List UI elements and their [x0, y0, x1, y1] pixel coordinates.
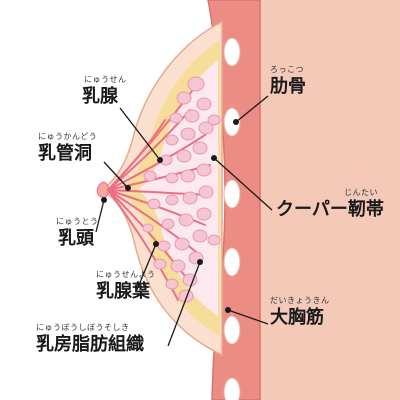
milk-duct [107, 119, 166, 191]
lobule [180, 169, 196, 183]
nyuto-ruby: にゅうとう [56, 217, 99, 226]
lobule [198, 185, 214, 199]
cooper-label: クーパー靭帯 [276, 199, 384, 220]
rokkotsu-leader-dot [233, 119, 239, 125]
daikyokin-ruby: だいきょうきん [270, 296, 330, 305]
nipple-shape [96, 181, 109, 199]
rib [223, 37, 241, 67]
lobule [196, 163, 212, 177]
milk-duct [107, 189, 206, 226]
nyukando-ruby: にゅうかんどう [38, 132, 98, 141]
nyusen-leader [119, 107, 161, 161]
shiboso-leader-dot [197, 259, 203, 265]
lobule [142, 223, 154, 233]
nyusen-label: 乳腺 [82, 86, 118, 107]
lobule [143, 170, 157, 182]
nyusen-leader-dot [157, 157, 163, 163]
lobule [196, 97, 212, 111]
lobule [165, 278, 179, 290]
milk-duct [107, 189, 193, 286]
lobule [176, 149, 192, 163]
rokkotsu-leader [235, 95, 269, 123]
nyukando-leader-dot [125, 185, 131, 191]
lobule [178, 289, 194, 303]
cooper-leader [213, 157, 273, 211]
lobule [153, 258, 167, 270]
rokkotsu-ruby: ろっこつ [270, 65, 304, 74]
lobules [142, 76, 221, 303]
lobule [198, 121, 214, 135]
lobule [165, 134, 179, 146]
nyusenyo-ruby: にゅうせんよう [96, 270, 156, 279]
daikyokin-leader [227, 309, 269, 325]
shiboso-label: 乳房脂肪組織 [36, 334, 144, 355]
lobule [192, 141, 208, 155]
lobule [182, 191, 198, 205]
leader-lines [95, 95, 273, 347]
lobule [170, 259, 186, 273]
lobule [176, 91, 192, 105]
cooper-ruby: じんたい [344, 188, 378, 197]
nyusenyo-leader-dot [153, 241, 159, 247]
rib [223, 315, 241, 345]
lobule [182, 273, 198, 287]
lobule [147, 198, 161, 210]
daikyokin-leader-dot [225, 307, 231, 313]
daikyokin-label: 大胸筋 [270, 307, 324, 328]
lobule [196, 207, 212, 221]
ribs [223, 37, 241, 400]
cooper-leader-dot [211, 155, 217, 161]
nyuto-leader-dot [101, 197, 107, 203]
lobule [169, 112, 183, 124]
rib [223, 107, 241, 137]
rib [223, 377, 241, 400]
lobule [174, 237, 190, 251]
milk-duct [107, 189, 201, 256]
rib [223, 179, 241, 209]
lobule [207, 114, 221, 126]
lobule [157, 240, 171, 252]
nyusen-ruby: にゅうせん [84, 75, 127, 84]
lobule [187, 76, 205, 92]
milk-duct [107, 189, 209, 196]
lobule [180, 127, 196, 141]
chest-wall [240, 0, 400, 400]
nyukando-leader [103, 161, 129, 189]
lobule [192, 229, 208, 243]
lobule [178, 213, 194, 227]
nyukando-label: 乳管洞 [38, 143, 92, 164]
nyusenyo-leader [135, 243, 157, 293]
lobule [184, 109, 200, 123]
rib [223, 247, 241, 277]
lobule [165, 194, 179, 206]
lobule [207, 234, 221, 246]
lobule [161, 218, 175, 230]
rokkotsu-label: 肋骨 [270, 76, 306, 97]
shiboso-leader [167, 261, 201, 347]
lobule [165, 172, 179, 184]
nyusenyo-label: 乳腺葉 [96, 281, 150, 302]
shiboso-ruby: にゅうぼうしぼうそしき [36, 323, 130, 332]
nyuto-label: 乳頭 [58, 228, 94, 249]
nyuto-leader [95, 199, 105, 233]
